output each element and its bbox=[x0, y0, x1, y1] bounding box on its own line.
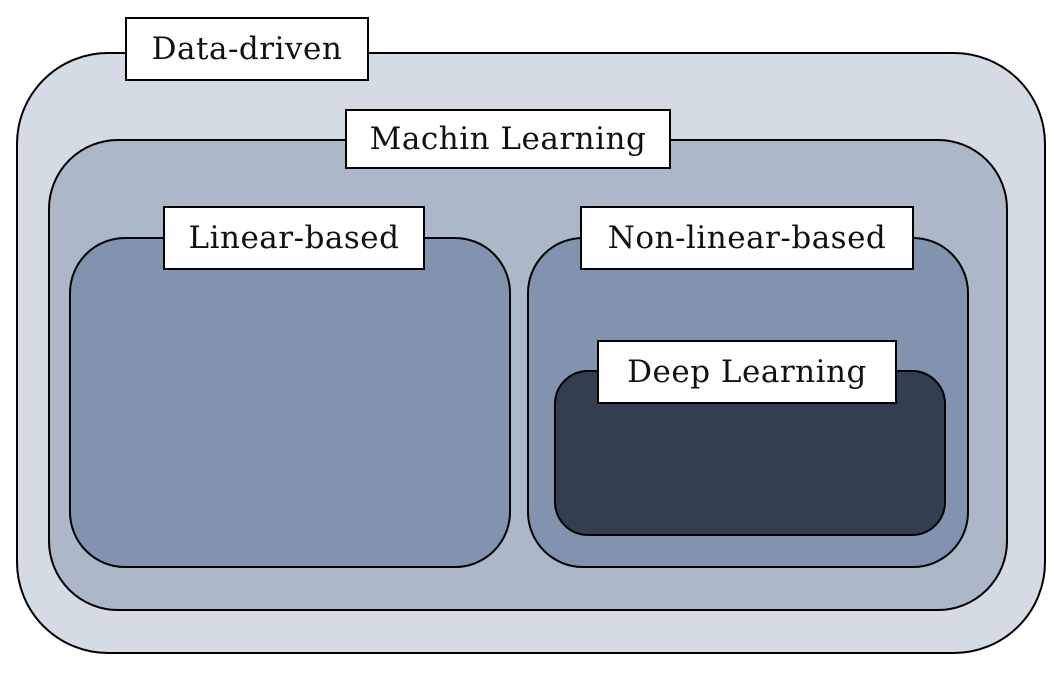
non-linear-based-label: Non-linear-based bbox=[580, 206, 914, 270]
data-driven-label: Data-driven bbox=[125, 17, 369, 81]
machine-learning-label: Machin Learning bbox=[345, 109, 671, 169]
linear-based-region bbox=[69, 237, 511, 568]
deep-learning-label: Deep Learning bbox=[597, 340, 897, 404]
linear-based-label: Linear-based bbox=[163, 206, 425, 270]
